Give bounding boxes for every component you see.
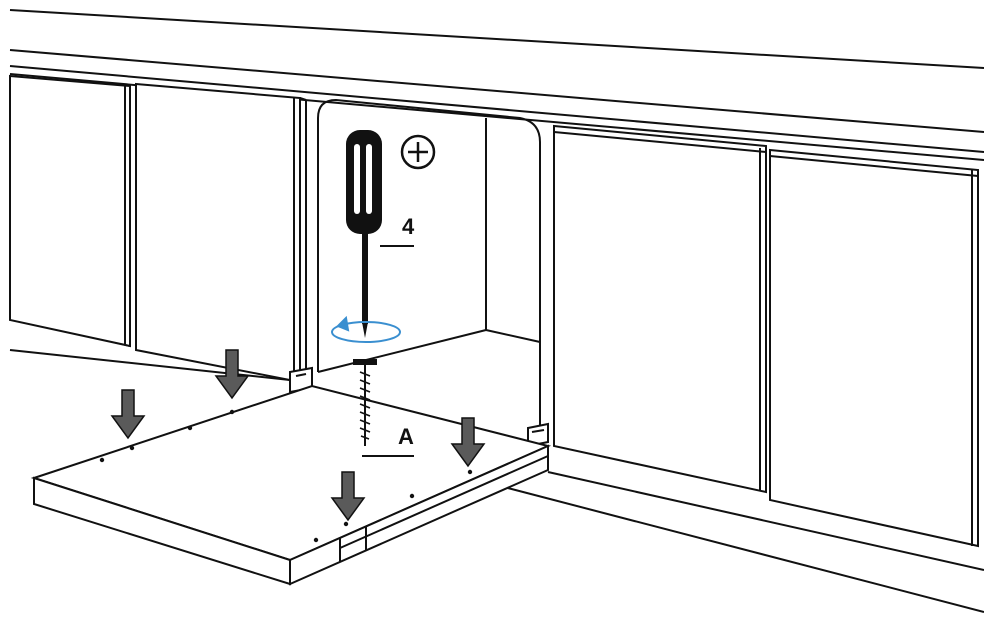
phillips-head-icon [400,134,436,170]
screw-hole [99,457,105,463]
screw-hole [187,425,193,431]
step-number-label: 4 [402,214,415,239]
screwdriver-icon [346,130,382,338]
screw-hole [467,469,473,475]
door-panel [30,384,552,586]
clockwise-rotation-icon [331,315,401,343]
screw-hole [409,493,415,499]
press-down-arrow-icon [110,389,146,440]
screw-hole [229,409,235,415]
part-letter-label: A [398,424,414,449]
press-down-arrow-icon [214,349,250,400]
screw-hole [343,521,349,527]
screw-holes [99,409,473,543]
press-down-arrow-icon [450,417,486,468]
mounting-bracket-left [289,366,313,394]
step-number-callout: 4 [380,214,415,247]
cabinet-door-left [135,82,307,384]
part-letter-callout: A [362,424,414,457]
cabinet-door-right [553,124,767,494]
screw-hole [313,537,319,543]
screw-icon [353,359,377,446]
cabinet-door-far-right [769,148,979,548]
appliance-niche [317,98,541,430]
screw-hole [129,445,135,451]
press-down-arrow-icon [330,471,366,522]
cabinet-door-far-left [9,74,131,348]
press-down-arrows [110,349,486,522]
